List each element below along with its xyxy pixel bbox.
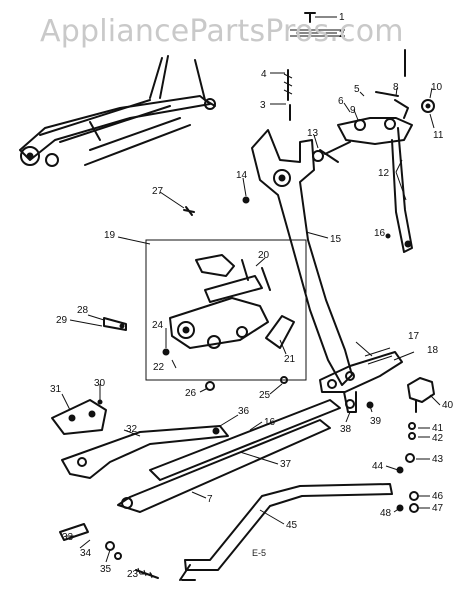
callout-4: 4: [261, 69, 267, 80]
callout-48: 48: [380, 508, 392, 519]
callout-10: 10: [431, 82, 443, 93]
callout-16-top: 16: [374, 228, 386, 239]
diagram-code: E-5: [252, 548, 267, 558]
callout-7: 7: [207, 494, 213, 505]
watermark: AppliancePartsPros.com: [40, 14, 404, 49]
inset-box: [145, 239, 307, 381]
callout-3: 3: [260, 100, 266, 111]
assembly-overview: [19, 55, 216, 167]
lower-linkage: [319, 347, 403, 413]
callout-42: 42: [432, 433, 444, 444]
callout-43: 43: [432, 454, 444, 465]
callout-46: 46: [432, 491, 444, 502]
callout-21: 21: [284, 354, 296, 365]
callout-34: 34: [80, 548, 92, 559]
knob-part: [407, 377, 435, 403]
callout-14: 14: [236, 170, 248, 181]
callout-45: 45: [286, 520, 298, 531]
bar-45: [184, 483, 393, 571]
callout-33: 33: [62, 532, 74, 543]
callout-18: 18: [427, 345, 439, 356]
callout-31: 31: [50, 384, 62, 395]
callout-40: 40: [442, 400, 454, 411]
callout-13: 13: [307, 128, 319, 139]
callout-19: 19: [104, 230, 116, 241]
small-spring: [183, 206, 195, 216]
callout-17: 17: [408, 331, 420, 342]
small-clip: [59, 523, 89, 541]
inset-assembly: [162, 254, 295, 356]
callout-30: 30: [94, 378, 106, 389]
callout-36: 36: [238, 406, 250, 417]
callout-20: 20: [258, 250, 270, 261]
callout-24: 24: [152, 320, 164, 331]
callout-8: 8: [393, 82, 399, 93]
callout-37: 37: [280, 459, 292, 470]
callout-25: 25: [259, 390, 271, 401]
clip-28: [103, 317, 127, 331]
callout-38: 38: [340, 424, 352, 435]
callout-labels: 1 2 3 4 5 6 7 8 9 10 11 12 13 14 15 16 1…: [50, 12, 454, 580]
leader-lines: [61, 16, 441, 575]
bar-32: [61, 425, 229, 479]
bar-37: [149, 399, 341, 481]
callout-32: 32: [126, 424, 138, 435]
callout-1: 1: [339, 12, 345, 23]
main-lever: [251, 129, 353, 386]
callout-29: 29: [56, 315, 68, 326]
callout-16-bottom: 16: [264, 417, 276, 428]
callout-23: 23: [127, 569, 139, 580]
callout-12: 12: [378, 168, 390, 179]
callout-47: 47: [432, 503, 444, 514]
callout-41: 41: [432, 423, 444, 434]
base-bracket: [51, 399, 107, 435]
callout-11: 11: [433, 130, 444, 141]
callout-15: 15: [330, 234, 342, 245]
top-bracket-assembly: [312, 91, 435, 253]
callout-44: 44: [372, 461, 384, 472]
callout-39: 39: [370, 416, 382, 427]
callout-2: 2: [339, 29, 345, 40]
callout-5: 5: [354, 84, 360, 95]
callout-9: 9: [350, 105, 356, 116]
callout-22: 22: [153, 362, 165, 373]
callout-6: 6: [338, 96, 344, 107]
callout-27: 27: [152, 186, 164, 197]
callout-28: 28: [77, 305, 89, 316]
callout-35: 35: [100, 564, 112, 575]
screw-part: [304, 12, 316, 23]
callout-26: 26: [185, 388, 197, 399]
